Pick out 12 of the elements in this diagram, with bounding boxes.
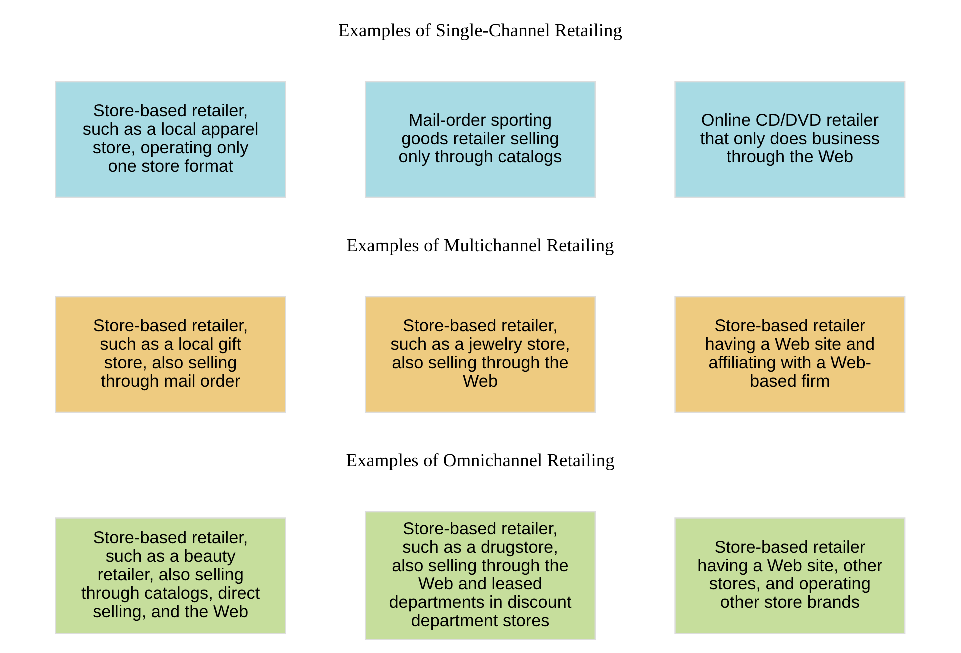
node-box: Store-based retailer, such as a local gift store, also selling through mail order [55,296,286,414]
node-box: Store-based retailer having a Web site, other stores, and operating other store brands [674,518,906,634]
node-box: Store-based retailer, such as a beauty retailer, also selling through catalogs, direct selling, and the Web [55,518,286,634]
node-box: Store-based retailer, such as a local apparel store, operating only one store format [55,81,286,198]
node-box: Store-based retailer having a Web site and affiliating with a Web-based firm [674,296,906,414]
label: Examples of Single-Channel Retailing [338,20,622,40]
node-box: Store-based retailer, such as a jewelry store, also selling through the Web [364,296,596,414]
node-box: Mail-order sporting goods retailer selling only through catalogs [364,81,596,198]
node-box: Online CD/DVD retailer that only does business through the Web [674,81,906,198]
label: Examples of Multichannel Retailing [346,236,614,256]
label: Examples of Omnichannel Retailing [346,450,615,471]
node-box: Store-based retailer, such as a drugstore, also selling through the Web and leased departments in discount department stores [364,511,596,640]
